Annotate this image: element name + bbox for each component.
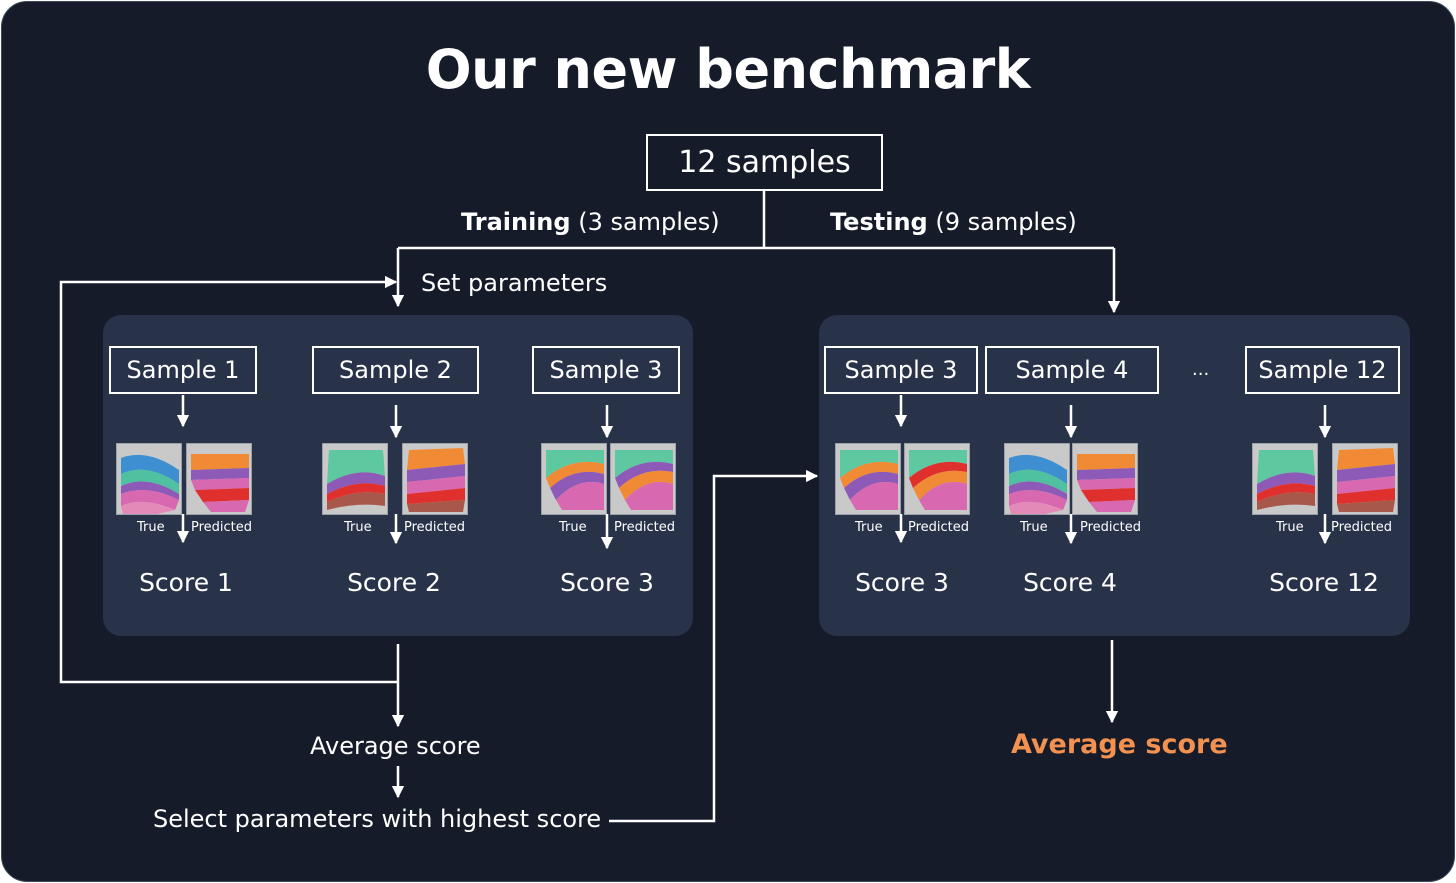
test-4-true-map — [1004, 443, 1070, 515]
test-sample-3-box: Sample 3 — [824, 346, 978, 394]
train-2-true-map — [322, 443, 388, 515]
feedback-loop-arrow — [59, 275, 398, 684]
ellipsis: ... — [1192, 359, 1210, 380]
testing-label-bold: Testing — [830, 208, 928, 236]
train-3-true-label: True — [559, 520, 587, 535]
train-3-predicted-label: Predicted — [614, 520, 676, 535]
train-1-true-label: True — [137, 520, 165, 535]
training-label-count: (3 samples) — [570, 208, 720, 236]
train-2-predicted-map — [402, 443, 468, 515]
train-average-score-label: Average score — [310, 732, 481, 760]
train-score-2: Score 2 — [347, 568, 441, 597]
test-12-true-label: True — [1276, 520, 1304, 535]
testing-label-count: (9 samples) — [927, 208, 1077, 236]
test-3-predicted-label: Predicted — [908, 520, 970, 535]
test-3-predicted-map — [904, 443, 970, 515]
test-average-score-label: Average score — [1011, 729, 1228, 760]
diagram-title: Our new benchmark — [425, 38, 1031, 101]
train-1-predicted-label: Predicted — [191, 520, 253, 535]
samples-total-box: 12 samples — [646, 134, 883, 191]
train-sample-2-box: Sample 2 — [312, 346, 479, 394]
test-sample-12-box: Sample 12 — [1245, 346, 1400, 394]
train-score-3: Score 3 — [560, 568, 654, 597]
select-parameters-label: Select parameters with highest score — [153, 805, 602, 833]
train-3-true-map — [541, 443, 607, 515]
train-2-predicted-label: Predicted — [404, 520, 466, 535]
train-1-predicted-map — [186, 443, 252, 515]
train-sample-1-box: Sample 1 — [109, 346, 257, 394]
test-4-true-label: True — [1020, 520, 1048, 535]
test-score-3: Score 3 — [855, 568, 949, 597]
test-4-predicted-map — [1072, 443, 1138, 515]
set-parameters-label: Set parameters — [421, 269, 608, 297]
test-12-true-map — [1252, 443, 1318, 515]
testing-split-label: Testing (9 samples) — [830, 208, 1077, 236]
test-3-true-map — [835, 443, 901, 515]
train-2-true-label: True — [344, 520, 372, 535]
train-3-predicted-map — [610, 443, 676, 515]
train-sample-3-box: Sample 3 — [532, 346, 680, 394]
train-1-true-map — [116, 443, 182, 515]
test-12-predicted-map — [1332, 443, 1398, 515]
test-12-predicted-label: Predicted — [1331, 520, 1393, 535]
test-sample-4-box: Sample 4 — [985, 346, 1159, 394]
training-split-label: Training (3 samples) — [461, 208, 720, 236]
test-3-true-label: True — [855, 520, 883, 535]
test-4-predicted-label: Predicted — [1080, 520, 1142, 535]
train-score-1: Score 1 — [139, 568, 233, 597]
test-score-4: Score 4 — [1023, 568, 1117, 597]
select-to-test-arrow — [609, 469, 819, 823]
training-label-bold: Training — [461, 208, 571, 236]
test-score-12: Score 12 — [1269, 568, 1379, 597]
